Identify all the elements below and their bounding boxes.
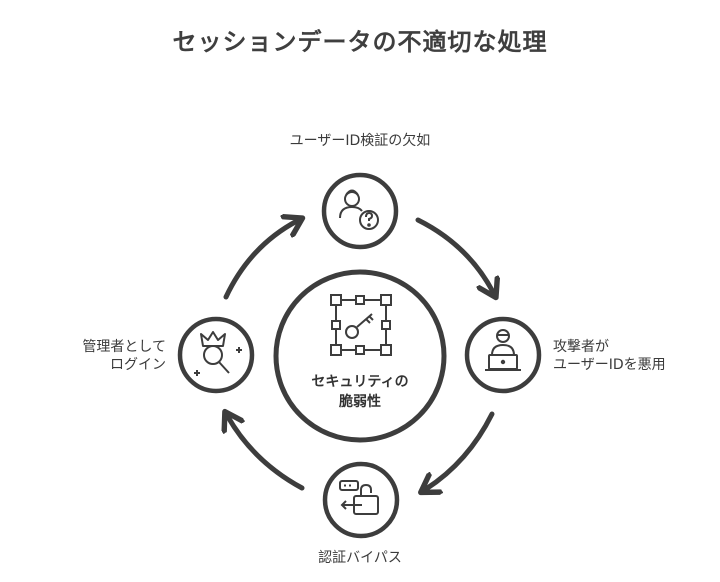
center-circle	[273, 269, 447, 443]
page-title: セッションデータの不適切な処理	[172, 28, 548, 56]
step-label-top-line1: ユーザーID検証の欠如	[289, 133, 431, 149]
step-label-left: 管理者として ログイン	[40, 338, 166, 374]
arrow-right-to-bottom	[426, 411, 495, 489]
center-label-line2: 脆弱性	[339, 394, 381, 410]
admin-crown-icon	[194, 331, 242, 376]
arrow-left-to-top	[223, 221, 297, 300]
step-label-left-line2: ログイン	[110, 357, 166, 373]
arrow-bottom-to-left	[228, 417, 305, 491]
step-label-bottom-line1: 認証バイパス	[318, 550, 402, 566]
step-label-top: ユーザーID検証の欠如	[260, 132, 460, 150]
step-label-left-line1: 管理者として	[82, 339, 166, 355]
step-label-bottom: 認証バイパス	[260, 549, 460, 567]
hacker-laptop-icon	[485, 329, 521, 371]
step-label-right: 攻撃者が ユーザーIDを悪用	[553, 338, 666, 374]
arrow-top-to-right	[415, 217, 493, 292]
node-top-circle	[321, 172, 399, 250]
key-icon	[330, 294, 392, 356]
user-question-icon	[339, 189, 379, 230]
center-label-line1: セキュリティの	[311, 374, 409, 390]
node-left-circle	[177, 316, 255, 394]
center-label: セキュリティの 脆弱性	[278, 372, 442, 412]
node-bottom-circle	[322, 461, 400, 539]
step-label-right-line1: 攻撃者が	[553, 339, 609, 355]
unlock-bypass-icon	[339, 480, 379, 515]
step-label-right-line2: ユーザーIDを悪用	[553, 357, 666, 373]
